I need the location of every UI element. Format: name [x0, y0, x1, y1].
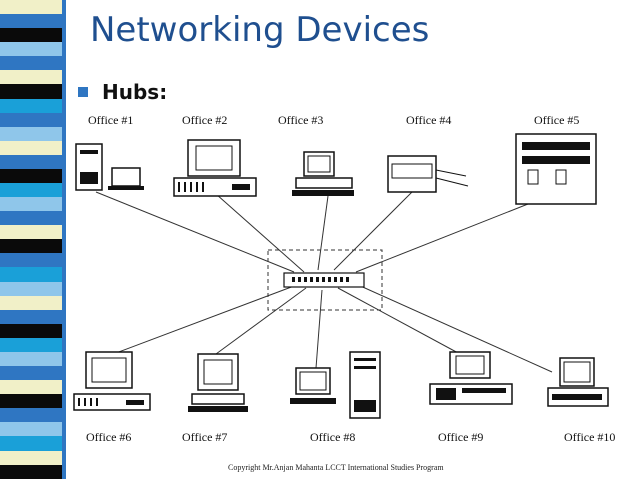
- stripe-cell: [0, 126, 62, 141]
- bullet-item: Hubs:: [78, 80, 167, 104]
- stripe-cell: [0, 0, 62, 15]
- stripe-cell: [0, 450, 62, 465]
- stripe-cell: [0, 436, 62, 451]
- hub-boundary: [267, 249, 383, 311]
- link-office-1: [95, 191, 295, 273]
- office-1-devices: [75, 143, 144, 191]
- office-4-label: Office #4: [406, 113, 451, 127]
- stripe-cell: [0, 84, 62, 99]
- desktop-case-icon: [173, 177, 257, 197]
- stripe-cell: [0, 56, 62, 71]
- office-3-label: Office #3: [278, 113, 323, 127]
- stripe-cell: [0, 225, 62, 240]
- link-office-5: [355, 203, 529, 273]
- keyboard-icon: [292, 190, 354, 196]
- stripe-cell: [0, 422, 62, 437]
- stripe-cell: [0, 183, 62, 198]
- link-office-4: [333, 191, 413, 271]
- link-office-9: [337, 287, 461, 355]
- office-1-label: Office #1: [88, 113, 133, 127]
- stripe-cell: [0, 337, 62, 352]
- office-6-devices: [73, 351, 151, 411]
- slide-title: Networking Devices: [90, 10, 430, 50]
- stripe-cell: [0, 253, 62, 268]
- stripe-cell: [0, 351, 62, 367]
- connection-lines: [95, 191, 553, 373]
- bullet-square-icon: [78, 87, 88, 97]
- hub-network-diagram: Office #1 Office #2 Office #3 Office #4 …: [73, 113, 615, 444]
- office-10-label: Office #10: [564, 430, 615, 444]
- stripe-cell: [0, 14, 62, 29]
- hub-icon: [283, 272, 365, 288]
- link-office-10: [355, 283, 553, 373]
- desktop-case-icon: [73, 393, 151, 411]
- copyright-footer: Copyright Mr.Anjan Mahanta LCCT Internat…: [228, 463, 444, 472]
- office-7-devices: [188, 353, 248, 412]
- office-2-label: Office #2: [182, 113, 227, 127]
- stripe-cell: [0, 154, 62, 169]
- computer-base-icon: [295, 177, 353, 189]
- link-office-8: [315, 289, 323, 369]
- office-2-devices: [173, 139, 257, 197]
- office-7-label: Office #7: [182, 430, 227, 444]
- stripe-divider: [62, 0, 66, 479]
- bullet-text: Hubs:: [102, 80, 168, 104]
- keyboard-icon: [290, 398, 336, 404]
- office-5-label: Office #5: [534, 113, 579, 127]
- keyboard-icon: [188, 406, 248, 412]
- computer-base-icon: [191, 393, 245, 405]
- laptop-icon: [111, 167, 141, 187]
- link-office-7: [215, 287, 307, 355]
- stripe-cell: [0, 380, 62, 395]
- stripe-cell: [0, 309, 62, 324]
- office-9-label: Office #9: [438, 430, 483, 444]
- link-office-3: [317, 195, 329, 271]
- office-4-devices: [387, 155, 469, 193]
- office-6-label: Office #6: [86, 430, 131, 444]
- stripe-cell: [0, 70, 62, 85]
- stripe-cell: [0, 28, 62, 43]
- stripe-cell: [0, 464, 62, 479]
- stripe-cell: [0, 140, 62, 155]
- stripe-cell: [0, 112, 62, 127]
- stripe-cell: [0, 239, 62, 254]
- office-3-devices: [292, 151, 354, 196]
- office-10-devices: [547, 357, 609, 407]
- office-8-label: Office #8: [310, 430, 355, 444]
- stripe-cell: [0, 168, 62, 184]
- stripe-cell: [0, 323, 62, 338]
- office-9-devices: [429, 351, 513, 405]
- stripe-cell: [0, 42, 62, 57]
- stripe-cell: [0, 267, 62, 282]
- stripe-cell: [0, 211, 62, 226]
- stripe-cell: [0, 366, 62, 381]
- stripe-cell: [0, 295, 62, 310]
- link-office-2: [215, 193, 305, 273]
- stripe-cell: [0, 394, 62, 409]
- decorative-stripe: [0, 0, 62, 479]
- stripe-cell: [0, 281, 62, 296]
- stripe-cell: [0, 98, 62, 113]
- office-8-devices: [290, 351, 381, 419]
- office-5-devices: [515, 133, 597, 205]
- stripe-cell: [0, 197, 62, 212]
- stripe-cell: [0, 408, 62, 423]
- link-office-6: [107, 285, 295, 357]
